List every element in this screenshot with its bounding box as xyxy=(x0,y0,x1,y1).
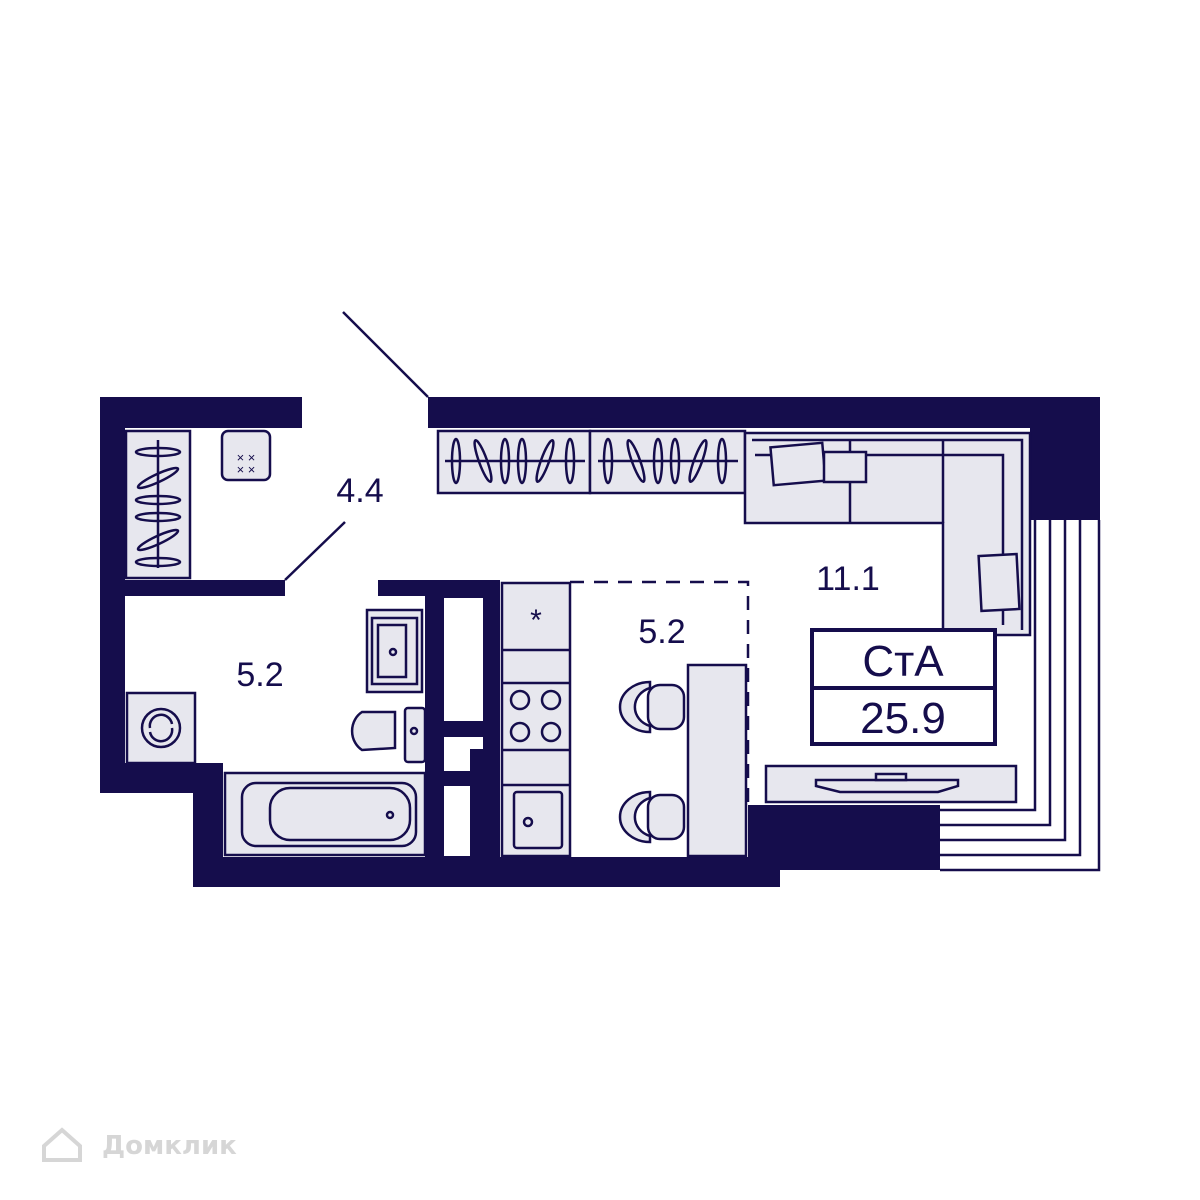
room-area-kitchen: 5.2 xyxy=(638,613,685,651)
apartment-type: СтА xyxy=(862,637,944,686)
toilet xyxy=(350,706,427,764)
washing-machine xyxy=(125,691,197,765)
room-area-hallway: 4.4 xyxy=(336,472,383,510)
house-logo-icon xyxy=(42,1127,82,1162)
watermark: Домклик xyxy=(42,1127,237,1162)
wardrobe-left xyxy=(124,429,192,580)
svg-text:× ×: × × xyxy=(237,462,256,477)
room-area-living: 11.1 xyxy=(816,560,880,598)
dining-table xyxy=(618,663,748,858)
bathroom-door xyxy=(284,521,346,581)
corner-sofa xyxy=(743,431,1032,637)
entry-door xyxy=(342,311,429,398)
bathtub xyxy=(223,771,427,857)
kitchen-unit: * xyxy=(500,581,572,858)
kitchen-zone-boundary xyxy=(570,580,750,805)
walls xyxy=(100,397,1100,887)
bathroom-sink xyxy=(365,608,424,694)
shoe-cabinet: × × × × xyxy=(220,429,272,482)
balcony xyxy=(940,520,1101,872)
watermark-text: Домклик xyxy=(102,1131,237,1161)
tv-stand xyxy=(764,764,1018,804)
wardrobe-top xyxy=(436,429,747,495)
room-area-bathroom: 5.2 xyxy=(236,656,283,694)
summary-box: СтА 25.9 xyxy=(810,628,997,746)
total-area: 25.9 xyxy=(860,694,946,743)
svg-text:× ×: × × xyxy=(237,450,256,465)
svg-text:*: * xyxy=(530,604,542,637)
